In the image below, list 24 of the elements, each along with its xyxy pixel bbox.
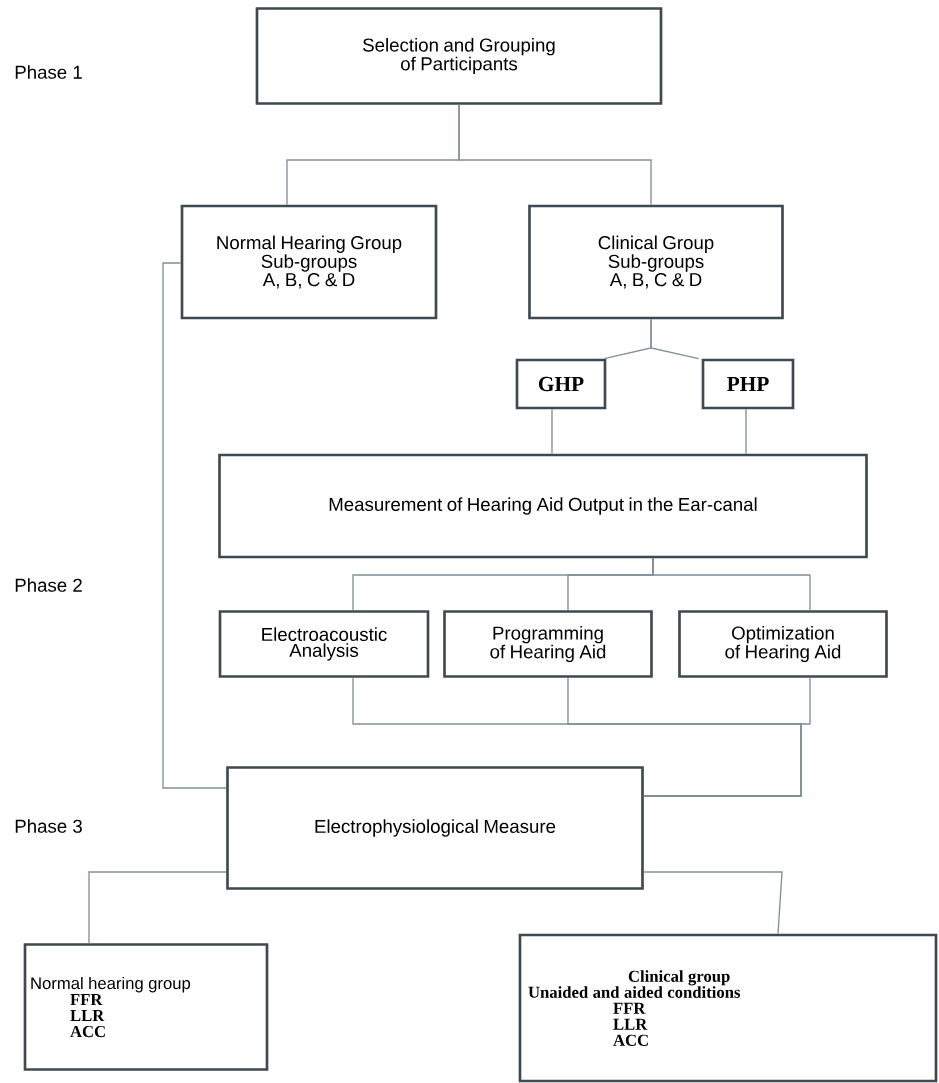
process-box: Clinical group Unaided and aided conditions FFR LLR ACC	[518, 933, 938, 1083]
process-box: Electrophysiological Measure	[226, 766, 644, 890]
connector-line	[551, 408, 553, 455]
phase-label: Phase 3	[15, 819, 82, 833]
connector-line	[643, 871, 783, 935]
connector-line	[650, 318, 700, 360]
phase-label: Phase 1	[15, 65, 82, 79]
process-box: Clinical Group Sub-groups A, B, C & D	[528, 204, 784, 320]
connector-line	[88, 871, 227, 944]
connector-line	[162, 262, 227, 789]
process-box: Programming of Hearing Aid	[443, 610, 653, 678]
connector-line	[643, 677, 811, 797]
process-box: PHP	[701, 358, 795, 410]
process-box: Measurement of Hearing Aid Output in the Ear-canal	[218, 453, 868, 559]
process-box: Electroacoustic Analysis	[218, 610, 430, 678]
connector-line	[458, 104, 652, 206]
connector-line	[652, 557, 811, 611]
process-box: Normal Hearing Group Sub-groups A, B, C & D	[180, 204, 438, 320]
process-box: Selection and Grouping of Participants	[255, 7, 663, 105]
process-box: GHP	[515, 358, 607, 410]
connector-line	[745, 408, 747, 455]
process-box: Optimization of Hearing Aid	[678, 610, 888, 678]
process-box: Normal hearing group FFR LLR ACC	[23, 943, 269, 1071]
phase-label: Phase 2	[15, 578, 82, 592]
